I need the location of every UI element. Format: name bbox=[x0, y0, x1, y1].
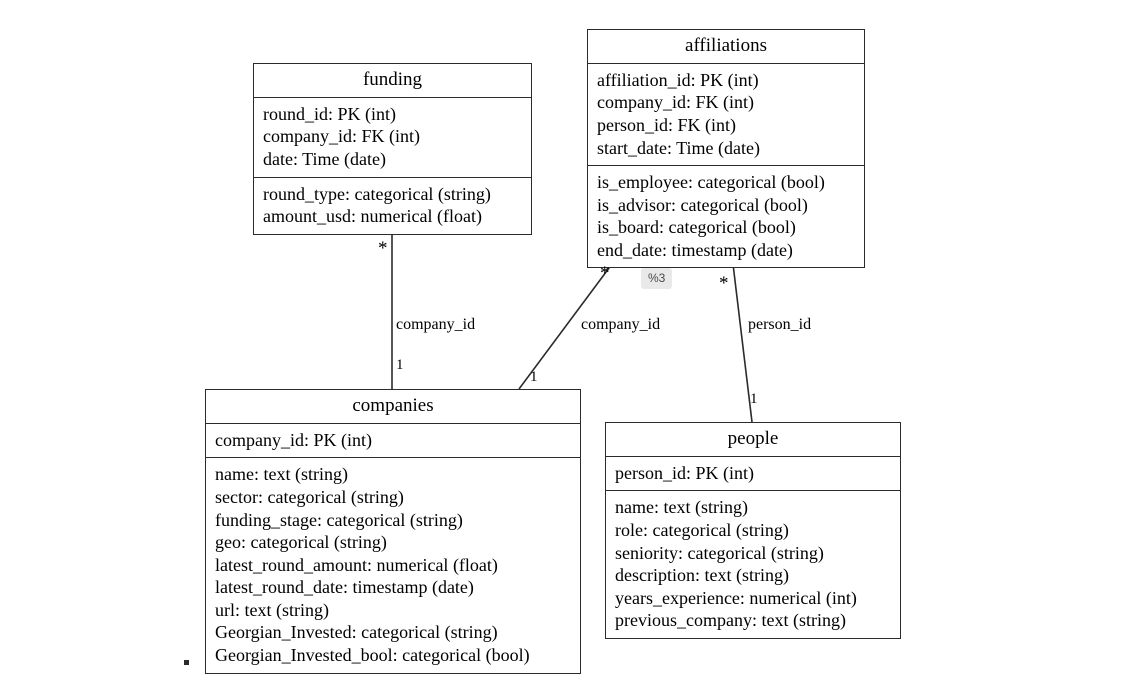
attribute-row: round_id: PK (int) bbox=[263, 103, 396, 124]
entity-title-companies: companies bbox=[206, 390, 580, 424]
attribute-row: person_id: FK (int) bbox=[597, 115, 736, 135]
entity-attributes-affiliations: is_employee: categorical (bool) is_advis… bbox=[588, 165, 864, 267]
entity-keys-affiliations: affiliation_id: PK (int) company_id: FK … bbox=[588, 64, 864, 165]
attribute-row: role: categorical (string) bbox=[615, 520, 789, 540]
attribute-row: latest_round_date: timestamp (date) bbox=[215, 577, 474, 598]
attribute-row: is_employee: categorical (bool) bbox=[597, 172, 825, 193]
attribute-row: end_date: timestamp (date) bbox=[597, 239, 793, 260]
attribute-row: company_id: FK (int) bbox=[597, 92, 754, 113]
attribute-row: description: text (string) bbox=[615, 565, 789, 586]
entity-attributes-funding: round_type: categorical (string) amount_… bbox=[254, 176, 531, 234]
entity-attributes-companies: name: text (string) sector: categorical … bbox=[206, 457, 580, 672]
entity-keys-companies: company_id: PK (int) bbox=[206, 424, 580, 458]
cardinality-affiliations-many-company: * bbox=[600, 263, 610, 284]
attribute-row: sector: categorical (string) bbox=[215, 487, 404, 507]
attribute-row: previous_company: text (string) bbox=[615, 610, 846, 631]
attribute-row: person_id: PK (int) bbox=[615, 462, 754, 483]
attribute-row: Georgian_Invested_bool: categorical (boo… bbox=[215, 645, 530, 666]
attribute-row: latest_round_amount: numerical (float) bbox=[215, 554, 498, 575]
attribute-row: round_type: categorical (string) bbox=[263, 183, 491, 204]
attribute-row: is_board: categorical (bool) bbox=[597, 217, 796, 238]
attribute-row: Georgian_Invested: categorical (string) bbox=[215, 622, 498, 643]
attribute-row: amount_usd: numerical (float) bbox=[263, 206, 482, 227]
cardinality-affiliations-many-person: * bbox=[719, 273, 729, 294]
entity-table-people[interactable]: people person_id: PK (int) name: text (s… bbox=[605, 422, 901, 639]
stray-dot-mark bbox=[184, 660, 189, 665]
entity-keys-funding: round_id: PK (int) company_id: FK (int) … bbox=[254, 98, 531, 177]
cardinality-people-one: 1 bbox=[750, 391, 758, 407]
attribute-row: name: text (string) bbox=[615, 497, 748, 518]
attribute-row: start_date: Time (date) bbox=[597, 137, 760, 158]
attribute-row: seniority: categorical (string) bbox=[615, 542, 824, 563]
edge-label-affiliations-companies: company_id bbox=[581, 316, 661, 333]
cardinality-companies-one-from-affiliations: 1 bbox=[530, 369, 538, 385]
attribute-row: years_experience: numerical (int) bbox=[615, 587, 857, 608]
attribute-row: company_id: PK (int) bbox=[215, 429, 372, 450]
attribute-row: name: text (string) bbox=[215, 464, 348, 485]
entity-table-funding[interactable]: funding round_id: PK (int) company_id: F… bbox=[253, 63, 532, 235]
graph-name-badge: %3 bbox=[641, 268, 673, 289]
attribute-row: date: Time (date) bbox=[263, 149, 386, 169]
attribute-row: url: text (string) bbox=[215, 599, 329, 620]
attribute-row: is_advisor: categorical (bool) bbox=[597, 194, 808, 215]
entity-table-companies[interactable]: companies company_id: PK (int) name: tex… bbox=[205, 389, 581, 674]
attribute-row: funding_stage: categorical (string) bbox=[215, 509, 463, 530]
entity-title-affiliations: affiliations bbox=[588, 30, 864, 64]
cardinality-funding-many: * bbox=[378, 238, 388, 259]
cardinality-companies-one-from-funding: 1 bbox=[396, 357, 404, 373]
entity-title-people: people bbox=[606, 423, 900, 457]
attribute-row: affiliation_id: PK (int) bbox=[597, 69, 759, 90]
entity-keys-people: person_id: PK (int) bbox=[606, 457, 900, 491]
attribute-row: company_id: FK (int) bbox=[263, 126, 420, 147]
attribute-row: geo: categorical (string) bbox=[215, 532, 387, 553]
entity-title-funding: funding bbox=[254, 64, 531, 98]
entity-table-affiliations[interactable]: affiliations affiliation_id: PK (int) co… bbox=[587, 29, 865, 269]
edge-label-funding-companies: company_id bbox=[396, 316, 476, 333]
edge-label-affiliations-people: person_id bbox=[748, 316, 812, 333]
entity-attributes-people: name: text (string) role: categorical (s… bbox=[606, 490, 900, 637]
